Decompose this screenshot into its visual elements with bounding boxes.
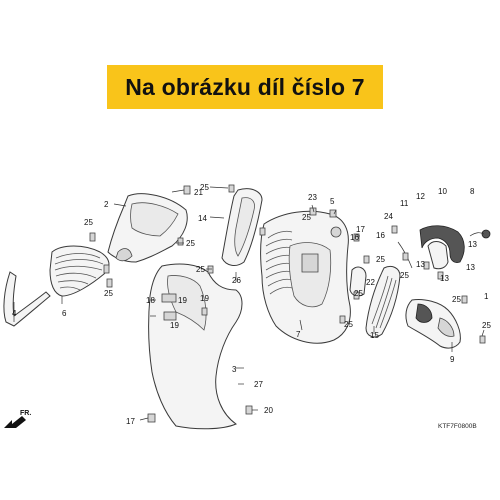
label-14: 14 [198,214,207,223]
label-25: 25 [200,183,209,192]
label-12: 12 [416,192,425,201]
part-12-upper-bracket [397,225,491,270]
label-17: 17 [356,225,365,234]
label-25: 25 [84,218,93,227]
label-1: 1 [484,292,489,301]
label-16: 16 [350,233,359,242]
label-25: 25 [452,295,461,304]
label-25: 25 [186,239,195,248]
fastener-icons [89,184,486,423]
label-5: 5 [330,197,335,206]
part-15-lid-panel [365,265,401,338]
label-13: 13 [466,263,475,272]
leader-lines [13,186,485,421]
label-23: 23 [308,193,317,202]
label-11: 11 [400,199,409,208]
part-6-front-grille [49,245,110,297]
label-19: 19 [170,321,179,330]
label-25: 25 [344,320,353,329]
label-8: 8 [470,187,475,196]
label-19: 19 [178,296,187,305]
label-20: 20 [264,406,273,415]
direction-label: FR. [20,410,31,417]
label-15: 15 [370,331,379,340]
label-16: 16 [376,231,385,240]
front-direction-arrow-icon: FR. [4,410,31,428]
label-3: 3 [232,365,237,374]
label-18: 18 [146,296,155,305]
label-19: 19 [200,294,209,303]
label-25: 25 [400,271,409,280]
label-6: 6 [62,309,67,318]
label-7: 7 [296,330,301,339]
label-25: 25 [104,289,113,298]
part-22-bracket [349,266,367,297]
part-14-side-panel [221,188,263,266]
label-25: 25 [376,255,385,264]
label-25: 25 [196,265,205,274]
label-9: 9 [450,355,455,364]
part-2-upper-front-cover [107,193,188,263]
label-22: 22 [366,278,375,287]
part-9-lock-box [405,299,461,349]
part-7-inner-panel [260,210,351,344]
part-highlight-banner: Na obrázku díl číslo 7 [107,65,383,109]
label-13: 13 [468,240,477,249]
label-4: 4 [12,309,17,318]
label-25: 25 [302,213,311,222]
label-25: 25 [354,289,363,298]
label-10: 10 [438,187,447,196]
label-27: 27 [254,380,263,389]
label-21: 21 [194,188,203,197]
label-26: 26 [232,276,241,285]
part-4-trim-strip [3,271,51,327]
label-25: 25 [482,321,491,330]
part-3-lower-front-cover [148,263,243,430]
label-17: 17 [126,417,135,426]
label-2: 2 [104,200,109,209]
label-24: 24 [384,212,393,221]
label-13: 13 [416,260,425,269]
label-13: 13 [440,274,449,283]
diagram-code: KTF7F0800B [438,423,477,430]
